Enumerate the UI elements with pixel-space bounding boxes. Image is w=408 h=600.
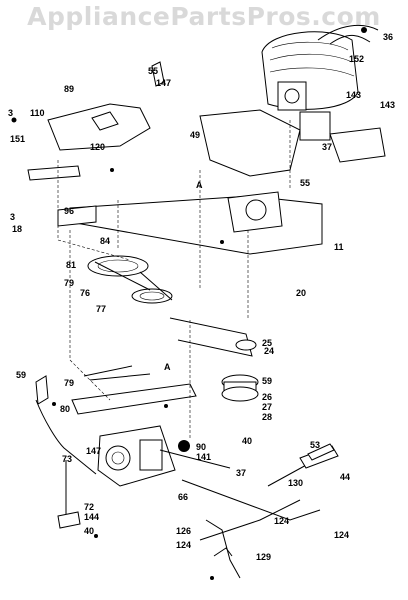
callout-label: 152 bbox=[349, 54, 364, 64]
callout-label: 24 bbox=[264, 346, 274, 356]
callout-label: 129 bbox=[256, 552, 271, 562]
callout-label: 143 bbox=[346, 90, 361, 100]
callout-label: 49 bbox=[190, 130, 200, 140]
callout-label: 40 bbox=[84, 526, 94, 536]
section-marker-a: A bbox=[196, 180, 203, 190]
callout-label: 80 bbox=[60, 404, 70, 414]
watermark: AppliancePartsPros.com bbox=[27, 2, 381, 31]
callout-label: 40 bbox=[242, 436, 252, 446]
callout-label: 18 bbox=[12, 224, 22, 234]
callout-label: 147 bbox=[156, 78, 171, 88]
callout-label: 130 bbox=[288, 478, 303, 488]
callout-label: 77 bbox=[96, 304, 106, 314]
engine bbox=[261, 24, 379, 141]
callout-label: 147 bbox=[86, 446, 101, 456]
callout-label: 110 bbox=[30, 108, 45, 118]
callout-label: 37 bbox=[322, 142, 332, 152]
callout-label: 84 bbox=[100, 236, 110, 246]
callout-label: 144 bbox=[84, 512, 99, 522]
callout-label: 20 bbox=[296, 288, 306, 298]
callout-label: 59 bbox=[262, 376, 272, 386]
callout-label: 53 bbox=[310, 440, 320, 450]
callout-label: 66 bbox=[178, 492, 188, 502]
callout-label: 79 bbox=[64, 278, 74, 288]
callout-label: 72 bbox=[84, 502, 94, 512]
callout-label: 76 bbox=[80, 288, 90, 298]
leader-lines bbox=[57, 120, 291, 440]
callout-label: 120 bbox=[90, 142, 105, 152]
callout-label: 37 bbox=[236, 468, 246, 478]
callout-label: 124 bbox=[274, 516, 289, 526]
callout-label: 28 bbox=[262, 412, 272, 422]
callout-label: 124 bbox=[334, 530, 349, 540]
callout-label: 81 bbox=[66, 260, 76, 270]
callout-label: 3 bbox=[10, 212, 15, 222]
callout-label: 27 bbox=[262, 402, 272, 412]
callout-labels: 36 152 147 55 89 110 151 3 120 49 96 3 1… bbox=[8, 32, 395, 562]
chassis-top bbox=[27, 103, 386, 255]
callout-label: 141 bbox=[196, 452, 211, 462]
callout-label: 96 bbox=[64, 206, 74, 216]
callout-label: 143 bbox=[380, 100, 395, 110]
callout-label: 90 bbox=[196, 442, 206, 452]
callout-label: 124 bbox=[176, 540, 191, 550]
grips bbox=[35, 61, 335, 461]
callout-label: 11 bbox=[334, 242, 344, 252]
section-marker-a-2: A bbox=[164, 362, 171, 372]
callout-label: 3 bbox=[8, 108, 13, 118]
callout-label: 25 bbox=[262, 338, 272, 348]
callout-label: 73 bbox=[62, 454, 72, 464]
callout-label: 151 bbox=[10, 134, 25, 144]
callout-label: 55 bbox=[300, 178, 310, 188]
transaxle bbox=[97, 425, 176, 487]
callout-label: 89 bbox=[64, 84, 74, 94]
callout-label: 44 bbox=[340, 472, 350, 482]
pulleys-and-belts bbox=[87, 255, 259, 402]
callout-label: 36 bbox=[383, 32, 393, 42]
callout-label: 26 bbox=[262, 392, 272, 402]
callout-label: 59 bbox=[16, 370, 26, 380]
callout-label: 55 bbox=[148, 66, 158, 76]
callout-label: 126 bbox=[176, 526, 191, 536]
callout-label: 79 bbox=[64, 378, 74, 388]
fasteners bbox=[11, 27, 367, 580]
